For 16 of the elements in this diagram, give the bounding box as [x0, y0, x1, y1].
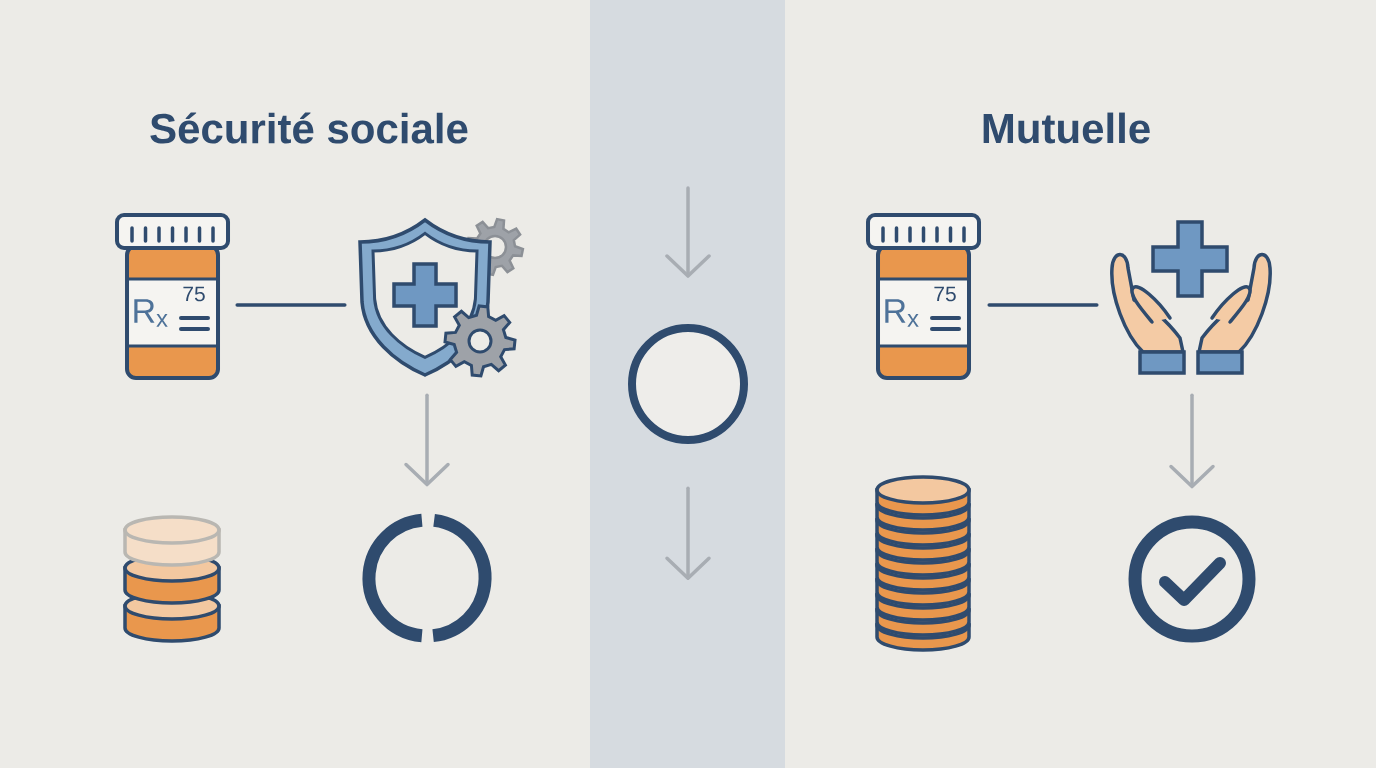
- arrow: [665, 486, 711, 580]
- arrow: [1169, 393, 1215, 489]
- pill-bottle: R$_{x}$ 75: [866, 213, 981, 380]
- pill-bottle: R$_{x}$ 75: [115, 213, 230, 380]
- connector-line: [987, 303, 1099, 307]
- shield-gears-icon: [358, 217, 525, 378]
- arrow: [404, 393, 450, 487]
- coin-stack-icon: [123, 515, 221, 643]
- connector-line: [235, 303, 347, 307]
- heading: Sécurité sociale: [150, 112, 468, 144]
- broken-ring-icon: [362, 513, 492, 643]
- check-circle-icon: [1128, 515, 1256, 643]
- coin-stack-icon: [875, 475, 971, 652]
- arrow: [665, 186, 711, 278]
- hands-cross-icon: [1110, 220, 1272, 375]
- heading: Mutuelle: [983, 112, 1150, 144]
